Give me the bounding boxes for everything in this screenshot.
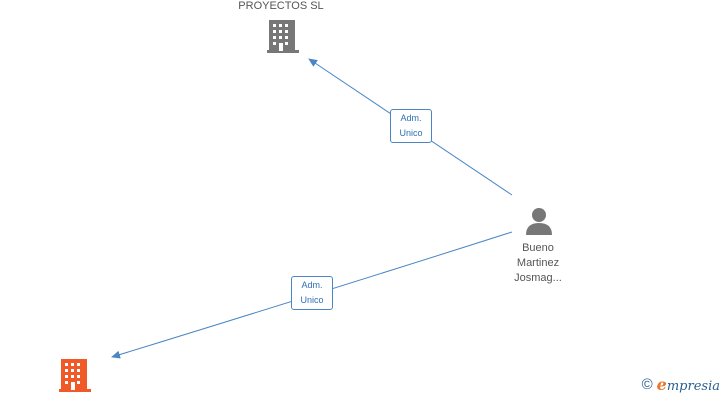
- person-name-line: Josmag...: [514, 272, 562, 284]
- edge-label-top: Adm. Unico: [390, 109, 432, 143]
- building-icon[interactable]: [59, 359, 91, 392]
- copyright-symbol: ©: [641, 376, 653, 393]
- company-top-label[interactable]: PROYECTOS SL: [238, 0, 324, 12]
- edge-role-line: Adm.: [301, 280, 323, 290]
- edge-role-line: Adm.: [400, 113, 422, 123]
- logo-text: mpresia: [666, 379, 720, 394]
- empresia-logo[interactable]: © empresia: [642, 375, 720, 394]
- person-icon[interactable]: [526, 208, 552, 235]
- edge-label-bottom: Adm. Unico: [291, 276, 333, 310]
- edge-role-line: Unico: [399, 128, 423, 138]
- logo-e: e: [656, 375, 667, 394]
- person-name-line: Martinez: [516, 257, 560, 269]
- person-name-line: Bueno: [522, 242, 554, 254]
- edge-role-line: Unico: [300, 295, 324, 305]
- building-icon[interactable]: [267, 20, 299, 53]
- person-label[interactable]: Bueno Martinez Josmag...: [498, 241, 578, 286]
